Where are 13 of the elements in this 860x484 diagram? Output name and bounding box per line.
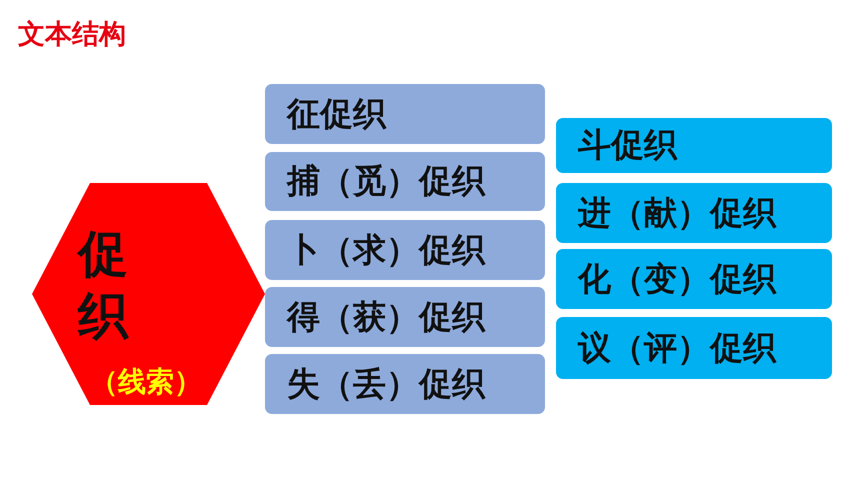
sub-label: （线索） [90, 364, 202, 400]
section-box: 卜（求）促织 [265, 220, 545, 280]
section-box: 化（变）促织 [556, 249, 832, 309]
section-box: 得（获）促织 [265, 287, 545, 347]
section-box: 征促织 [265, 84, 545, 144]
hexagon [32, 183, 265, 405]
section-box: 捕（觅）促织 [265, 152, 545, 211]
section-box: 斗促织 [556, 118, 832, 173]
section-box: 议（评）促织 [556, 317, 832, 379]
main-label: 促织 [78, 224, 130, 347]
title: 文本结构 [18, 18, 126, 52]
section-box: 失（丢）促织 [265, 354, 545, 414]
section-box: 进（献）促织 [556, 183, 832, 243]
